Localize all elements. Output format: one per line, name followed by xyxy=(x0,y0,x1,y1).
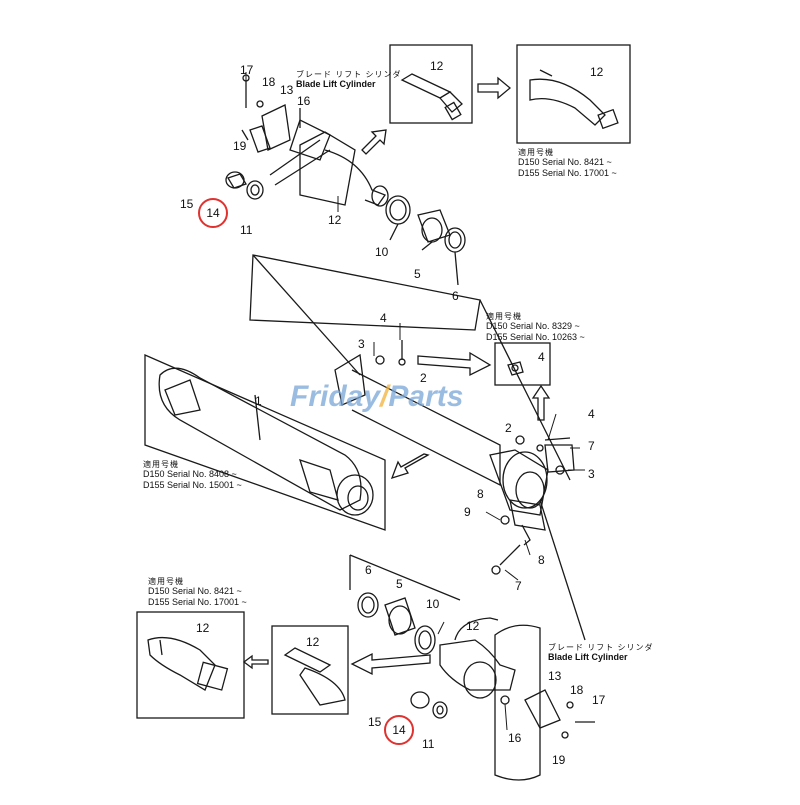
part-label-17: 17 xyxy=(240,63,254,77)
main-frame xyxy=(249,254,586,641)
part-label-2-top: 2 xyxy=(420,371,427,385)
leader-lines xyxy=(245,72,585,731)
part-label-5: 5 xyxy=(414,267,421,281)
main-cross-tube xyxy=(334,340,575,575)
part-label-18-bottom: 18 xyxy=(570,683,584,697)
part-label-12: 12 xyxy=(328,213,342,227)
part-label-6-bottom: 6 xyxy=(365,563,372,577)
part-label-12-bottom: 12 xyxy=(466,619,480,633)
caption-top-right: 適用号機 D150 Serial No. 8421 ~ D155 Serial … xyxy=(518,148,617,178)
part-label-12-inset-a: 12 xyxy=(430,59,444,73)
highlight-part-14-bottom: 14 xyxy=(384,715,414,745)
arrow-bottom-left xyxy=(350,652,431,676)
part-label-6: 6 xyxy=(452,289,459,303)
part-label-8-top: 8 xyxy=(477,487,484,501)
part-label-19: 19 xyxy=(233,139,247,153)
part-label-19-bottom: 19 xyxy=(552,753,566,767)
part-label-15: 15 xyxy=(180,197,194,211)
part-label-13-bottom: 13 xyxy=(548,669,562,683)
part-label-5-bottom: 5 xyxy=(396,577,403,591)
inset-box-left-tube xyxy=(144,354,386,531)
part-label-3-top: 3 xyxy=(358,337,365,351)
part-label-17-bottom: 17 xyxy=(592,693,606,707)
part-label-15-bottom: 15 xyxy=(368,715,382,729)
part-label-7-bottom: 7 xyxy=(515,579,522,593)
part-label-12-inset-d: 12 xyxy=(306,635,320,649)
part-label-12-inset-c: 12 xyxy=(196,621,210,635)
part-label-10-bottom: 10 xyxy=(426,597,440,611)
arrow-top-cylinder xyxy=(361,129,387,155)
part-label-16: 16 xyxy=(297,94,311,108)
caption-mid-right: 適用号機 D150 Serial No. 8329 ~ D155 Serial … xyxy=(486,312,585,342)
inset-box-bottom-right xyxy=(271,625,349,715)
part-label-11-bottom: 11 xyxy=(422,737,435,751)
inset-box-bottom-left xyxy=(136,611,245,719)
arrow-mid-up xyxy=(531,384,551,421)
part-label-4-right: 4 xyxy=(588,407,595,421)
part-label-16-bottom: 16 xyxy=(508,731,522,745)
bottom-cylinder xyxy=(410,617,595,781)
inset-box-top-right xyxy=(516,44,631,144)
inset-box-top-left xyxy=(389,44,473,124)
part-label-8-bottom: 8 xyxy=(538,553,545,567)
watermark-logo: Friday/Parts xyxy=(290,380,464,413)
part-label-13: 13 xyxy=(280,83,294,97)
part-label-1: 1 xyxy=(255,394,262,408)
inset-box-mid xyxy=(494,342,551,386)
top-bracket-assembly xyxy=(241,74,331,161)
caption-blade-bottom: ブレード リフト シリンダ Blade Lift Cylinder xyxy=(548,643,654,663)
part-label-7-right: 7 xyxy=(588,439,595,453)
arrow-bottom-inset xyxy=(242,654,269,670)
caption-left-tube: 適用号機 D150 Serial No. 8408 ~ D155 Serial … xyxy=(143,460,242,490)
part-label-11: 11 xyxy=(240,223,253,237)
arrow-mid-right xyxy=(417,351,492,377)
bottom-bushings xyxy=(349,554,461,655)
arrow-top-insets xyxy=(477,76,512,100)
arrow-left-down xyxy=(390,453,430,480)
part-label-2-right: 2 xyxy=(505,421,512,435)
top-cylinder xyxy=(269,131,389,207)
caption-blade-top: ブレード リフト シリンダ Blade Lift Cylinder xyxy=(296,70,402,90)
part-label-9: 9 xyxy=(464,505,471,519)
part-label-18: 18 xyxy=(262,75,276,89)
part-label-3-right: 3 xyxy=(588,467,595,481)
part-label-4-top: 4 xyxy=(380,311,387,325)
part-label-4-inset: 4 xyxy=(538,350,545,364)
part-label-10: 10 xyxy=(375,245,389,259)
top-bushings xyxy=(225,171,466,286)
caption-bottom-left: 適用号機 D150 Serial No. 8421 ~ D155 Serial … xyxy=(148,577,247,607)
part-label-12-inset-b: 12 xyxy=(590,65,604,79)
highlight-part-14-top: 14 xyxy=(198,198,228,228)
